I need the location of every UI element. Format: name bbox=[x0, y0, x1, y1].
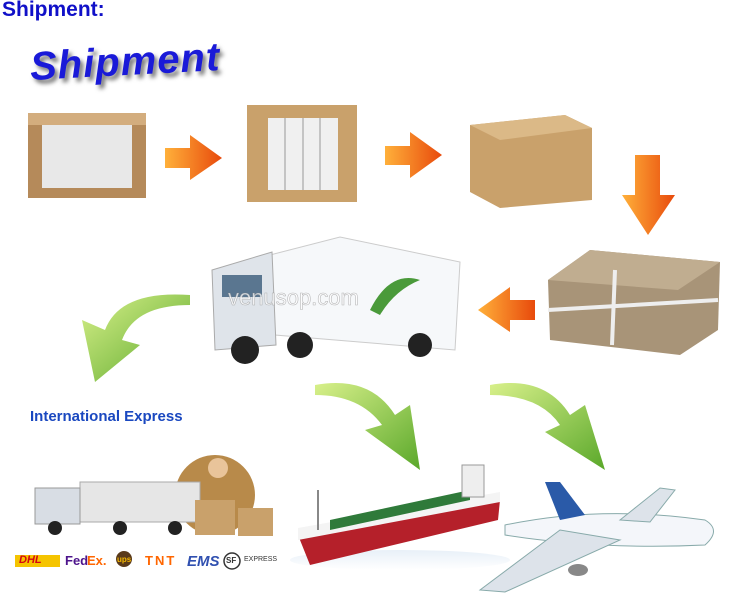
delivery-truck bbox=[211, 236, 461, 364]
taped-wrapped-box bbox=[547, 250, 720, 355]
dhl-logo-bg bbox=[15, 555, 60, 567]
arrow-left-icon bbox=[478, 287, 535, 332]
watermark: venusop.com bbox=[228, 285, 359, 311]
closed-carton-box bbox=[470, 115, 592, 208]
open-box-with-cartridges bbox=[247, 105, 357, 202]
airplane bbox=[478, 482, 714, 593]
ems-logo: EMS bbox=[187, 553, 220, 570]
dhl-logo: DHL bbox=[19, 554, 42, 566]
ups-logo: ups bbox=[117, 555, 132, 564]
international-express-label: International Express bbox=[30, 408, 183, 425]
cargo-ship bbox=[290, 464, 510, 570]
ups-logo-shield bbox=[116, 551, 132, 567]
fedex-logo-ex: Ex. bbox=[87, 553, 107, 568]
arrow-right-icon bbox=[165, 135, 222, 180]
tnt-logo: TNT bbox=[145, 553, 177, 568]
sf-logo-circle bbox=[223, 552, 241, 570]
arrow-down-icon bbox=[622, 155, 675, 235]
curved-arrow-down-icon bbox=[490, 383, 605, 470]
fedex-logo-fed: Fed bbox=[65, 553, 89, 568]
page-heading: Shipment: bbox=[2, 0, 105, 21]
express-truck-globe-boxes bbox=[34, 455, 273, 536]
curved-arrow-down-icon bbox=[315, 383, 420, 470]
sf-logo: SF bbox=[226, 556, 237, 565]
open-box-with-item bbox=[28, 113, 146, 198]
sf-express-logo: EXPRESS bbox=[244, 556, 278, 563]
arrow-right-icon bbox=[385, 132, 442, 178]
curved-arrow-down-left-icon bbox=[82, 294, 190, 382]
